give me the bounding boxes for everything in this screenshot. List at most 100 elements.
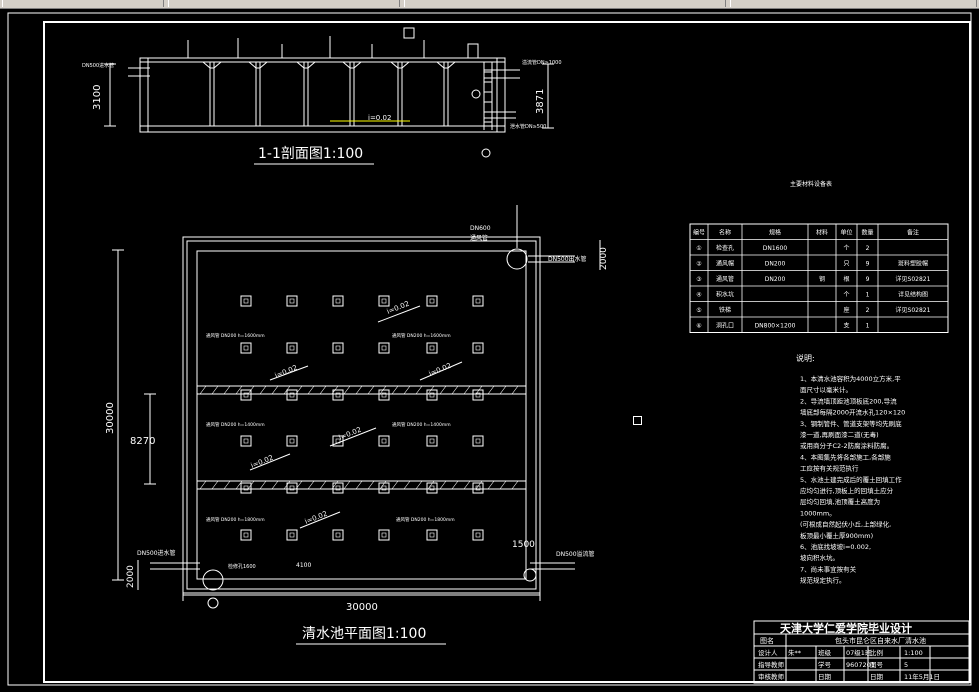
plan-column-core [289, 532, 295, 538]
plan-column [472, 389, 484, 401]
table-cell: 1 [866, 323, 870, 330]
plan-column-core [381, 438, 387, 444]
plan-column [286, 342, 298, 354]
plan-column [472, 529, 484, 541]
plan-dn600-label: DN600 [470, 225, 491, 232]
titleblock-cell: 日期 [818, 673, 832, 681]
table-cell: 1 [866, 292, 870, 299]
plan-title: 清水池平面图1:100 [302, 626, 426, 642]
table-cell: 详见S02821 [896, 306, 931, 314]
plan-dim-width: 30000 [346, 602, 378, 613]
titleblock-project-label: 图名 [760, 636, 774, 645]
plan-column-core [289, 438, 295, 444]
plan-pipe-label-4: 通风管 DN200 h=1400mm [392, 421, 451, 428]
notes-line: 或用商分子C2-2防腐涂料防腐。 [800, 441, 893, 450]
section-title: 1-1剖面图1:100 [258, 146, 363, 162]
notes-line: 4、本图集先将各部施工,各部施 [800, 452, 891, 461]
plan-column [378, 482, 390, 494]
plan-column-core [243, 392, 249, 398]
table-cell: 通风帽 [716, 260, 734, 268]
plan-column [378, 529, 390, 541]
titleblock-cell: 5 [904, 661, 908, 669]
table-cell: ⑥ [696, 323, 701, 330]
plan-slope-5: i=0.02 [250, 454, 275, 470]
plan-dim-height: 30000 [105, 402, 116, 434]
notes-title: 说明: [796, 353, 815, 363]
plan-column [472, 482, 484, 494]
section-slope-label: i=0.02 [368, 114, 391, 122]
table-cell: 2 [866, 307, 870, 314]
section-inlet-label: DN500进水管 [82, 62, 114, 69]
plan-column [426, 435, 438, 447]
plan-slope-arrows [249, 305, 463, 529]
section-height-left: 3100 [92, 85, 103, 110]
titleblock-cell: 07级1班 [846, 648, 872, 657]
plan-column-core [429, 485, 435, 491]
table-cell: DN200 [765, 261, 786, 268]
titleblock-cell: 朱** [788, 648, 802, 657]
table-cell: 钢 [819, 275, 825, 283]
titleblock-cell: 图号 [870, 661, 884, 669]
drawing-canvas[interactable]: i=0.02 DN500进水管 溢流管DN≥1000 泄水管DN≥500 310… [0, 8, 979, 692]
table-header-cell: 名称 [719, 229, 731, 237]
toolbar-segment[interactable] [404, 0, 726, 7]
plan-column-core [243, 345, 249, 351]
plan-column [286, 435, 298, 447]
notes-line: 应均匀进行,顶板上的回填土应分 [800, 486, 894, 495]
plan-column-core [475, 392, 481, 398]
table-cell: 个 [843, 292, 849, 299]
table-header-cell: 编号 [693, 229, 705, 237]
table-header-cell: 材料 [816, 229, 828, 237]
notes-line: 3、钢制管件、管道支架等均先刷底 [800, 419, 902, 428]
titleblock-cell: 日期 [870, 673, 884, 681]
notes-line: 面尺寸以毫米计。 [800, 385, 852, 394]
toolbar-segment[interactable] [2, 0, 164, 7]
table-cell: DN800×1200 [755, 323, 796, 330]
plan-column [472, 435, 484, 447]
plan-slope-6: i=0.02 [304, 510, 329, 526]
table-cell: 检查孔 [716, 244, 734, 252]
plan-column [240, 342, 252, 354]
table-cell: 根 [843, 275, 849, 283]
notes-line: 漆一道,再刷面漆二道(无毒) [800, 430, 879, 439]
wall-hatch [199, 385, 519, 490]
plan-column [240, 529, 252, 541]
notes-line: 1000mm。 [800, 509, 836, 517]
plan-column [378, 295, 390, 307]
plan-column-core [335, 392, 341, 398]
plan-column-core [289, 345, 295, 351]
plan-column-core [289, 485, 295, 491]
plan-pipe-label-6: 通风管 DN200 h=1800mm [396, 516, 455, 523]
titleblock-cell: 班级 [818, 648, 832, 657]
notes-line: 2、导流墙顶距池顶板底200,导流 [800, 396, 897, 405]
plan-pipe-label-5: 通风管 DN200 h=1800mm [206, 516, 265, 523]
plan-column-core [335, 345, 341, 351]
notes-line: (可根成自然起伏小丘,上部绿化, [800, 520, 891, 529]
plan-column [332, 482, 344, 494]
table-cell: 2 [866, 245, 870, 252]
titleblock-cell: 审核教师 [758, 672, 785, 681]
plan-dim-inner: 8270 [130, 436, 155, 447]
table-header-cell: 备注 [907, 229, 919, 237]
plan-inlet-label: DN500进水管 [137, 549, 176, 557]
titleblock-cell: 指导教师 [758, 660, 785, 669]
plan-column [426, 295, 438, 307]
table-cell: 详见结构图 [898, 291, 928, 299]
toolbar-segment[interactable] [168, 0, 400, 7]
plan-column [240, 389, 252, 401]
table-border [689, 223, 949, 333]
toolbar-segment[interactable] [730, 0, 977, 7]
section-overflow-label: 溢流管DN≥1000 [522, 59, 562, 66]
plan-column-core [475, 532, 481, 538]
plan-column [286, 295, 298, 307]
table-title: 主要材料设备表 [790, 180, 832, 188]
plan-column-core [429, 298, 435, 304]
table-header-cell: 数量 [861, 229, 873, 237]
plan-vent-top-label: 通风管 [470, 234, 488, 242]
plan-column-core [289, 298, 295, 304]
plan-slope-4: i=0.02 [338, 426, 363, 442]
plan-column [426, 529, 438, 541]
plan-column-core [381, 485, 387, 491]
plan-column-core [429, 532, 435, 538]
